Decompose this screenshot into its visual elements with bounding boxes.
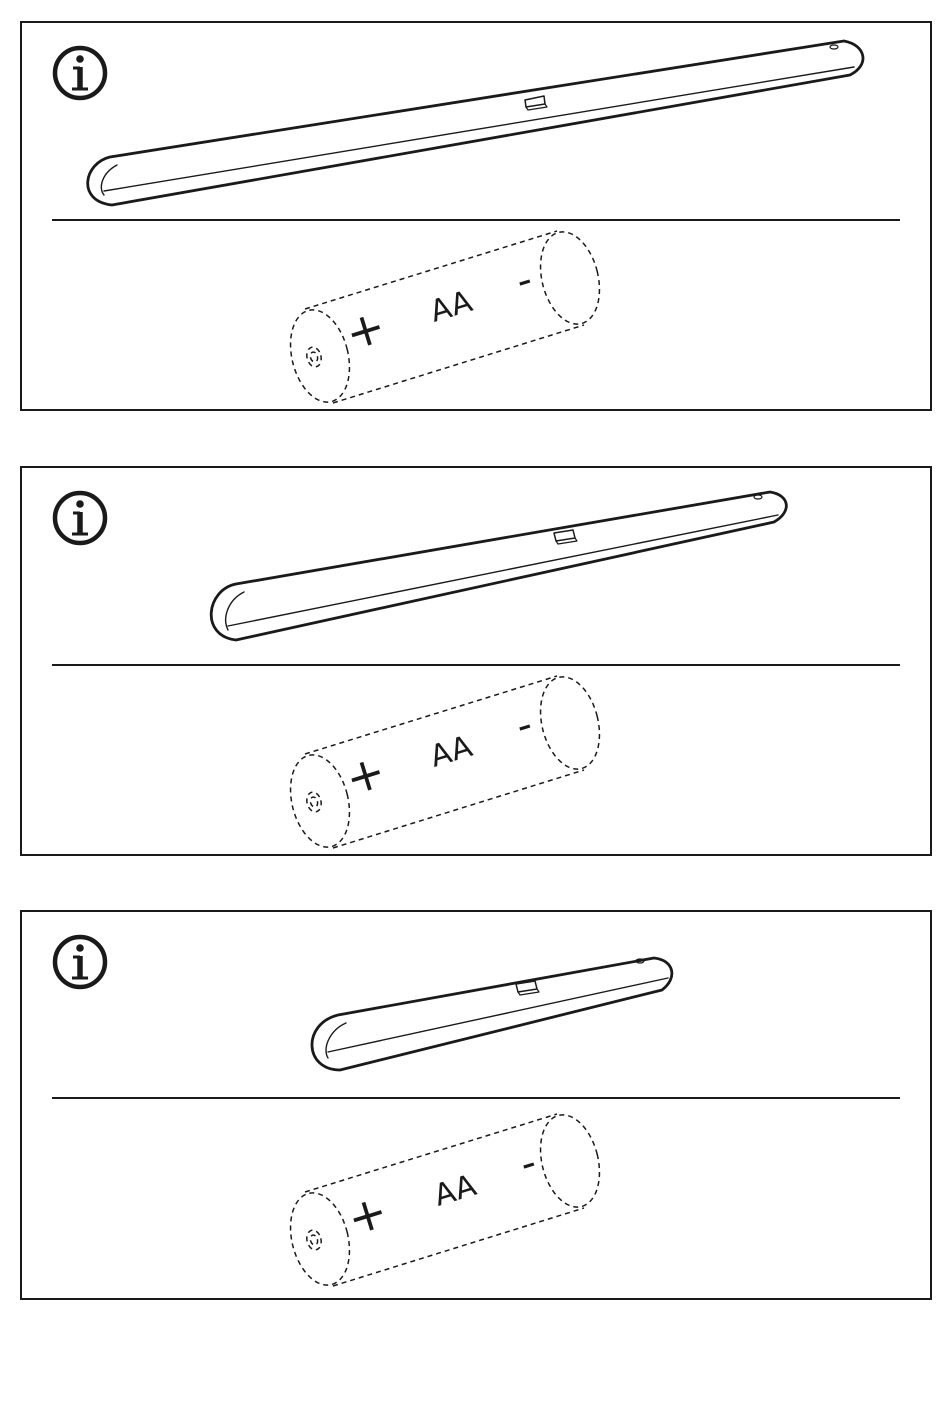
panel-illustration: + AA - bbox=[22, 468, 930, 854]
info-icon bbox=[55, 937, 105, 987]
led-light-bar-icon bbox=[211, 492, 786, 640]
panel-illustration: + AA - bbox=[22, 23, 930, 409]
aa-battery-icon: + AA - bbox=[281, 671, 608, 854]
info-icon bbox=[55, 493, 105, 543]
battery-positive-label: + bbox=[339, 298, 392, 361]
battery-type-label: AA bbox=[430, 1168, 481, 1214]
led-light-bar-icon bbox=[312, 958, 672, 1070]
panel-illustration: + AA - bbox=[22, 912, 930, 1298]
battery-type-label: AA bbox=[426, 729, 477, 775]
led-light-bar-icon bbox=[88, 41, 863, 205]
battery-positive-label: + bbox=[339, 743, 392, 806]
info-panel-long-bar: + AA - bbox=[20, 21, 932, 411]
battery-negative-label: - bbox=[515, 1139, 542, 1187]
info-panel-short-bar: + AA - bbox=[20, 910, 932, 1300]
aa-battery-icon: + AA - bbox=[281, 226, 608, 409]
info-panel-medium-bar: + AA - bbox=[20, 466, 932, 856]
aa-battery-icon: + AA - bbox=[281, 1109, 608, 1292]
battery-negative-label: - bbox=[511, 256, 538, 304]
battery-type-label: AA bbox=[426, 284, 477, 330]
battery-negative-label: - bbox=[511, 701, 538, 749]
info-icon bbox=[55, 48, 105, 98]
